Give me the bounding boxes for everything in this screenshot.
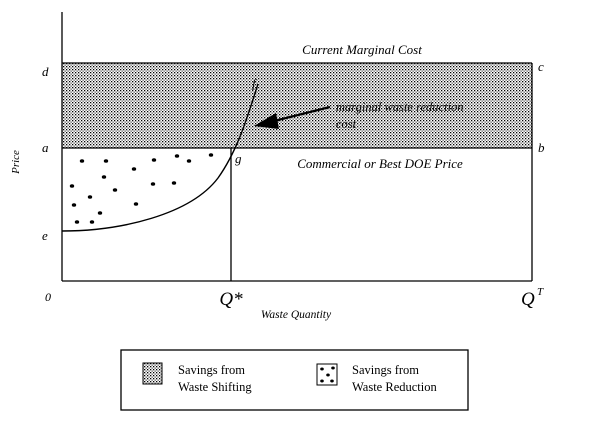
- point-label-e: e: [42, 228, 48, 243]
- q-t-label: Q: [521, 289, 535, 310]
- point-label-c: c: [538, 59, 544, 74]
- q-t-superscript: T: [537, 286, 544, 298]
- point-label-g: g: [235, 151, 242, 166]
- legend-box: [120, 349, 469, 411]
- x-axis-label: Waste Quantity: [261, 309, 332, 321]
- waste-reduction-dots: [69, 153, 214, 224]
- marginal-waste-reduction-cost-curve: [61, 83, 259, 232]
- legend-reduction-line2: Waste Reduction: [352, 380, 437, 394]
- waste-shifting-region: [62, 63, 532, 148]
- annotation-arrow: [254, 105, 331, 129]
- point-label-f: f: [252, 76, 258, 91]
- mwrc-label-line2: cost: [336, 117, 357, 131]
- legend-shifting-line2: Waste Shifting: [178, 380, 252, 394]
- point-label-d: d: [42, 64, 49, 79]
- legend-reduction-line1: Savings from: [352, 363, 419, 377]
- origin-label: 0: [45, 290, 51, 304]
- y-axis-label: Price: [10, 150, 22, 175]
- legend-reduction-dots: [320, 366, 335, 383]
- point-label-b: b: [538, 140, 545, 155]
- commercial-price-label: Commercial or Best DOE Price: [297, 156, 463, 171]
- legend-shifting-line1: Savings from: [178, 363, 245, 377]
- mwrc-label-line1: marginal waste reduction: [336, 100, 464, 114]
- current-marginal-cost-label: Current Marginal Cost: [302, 42, 422, 57]
- q-star-label: Q*: [219, 289, 243, 310]
- point-label-a: a: [42, 140, 49, 155]
- legend-swatch-shifting: [142, 362, 163, 385]
